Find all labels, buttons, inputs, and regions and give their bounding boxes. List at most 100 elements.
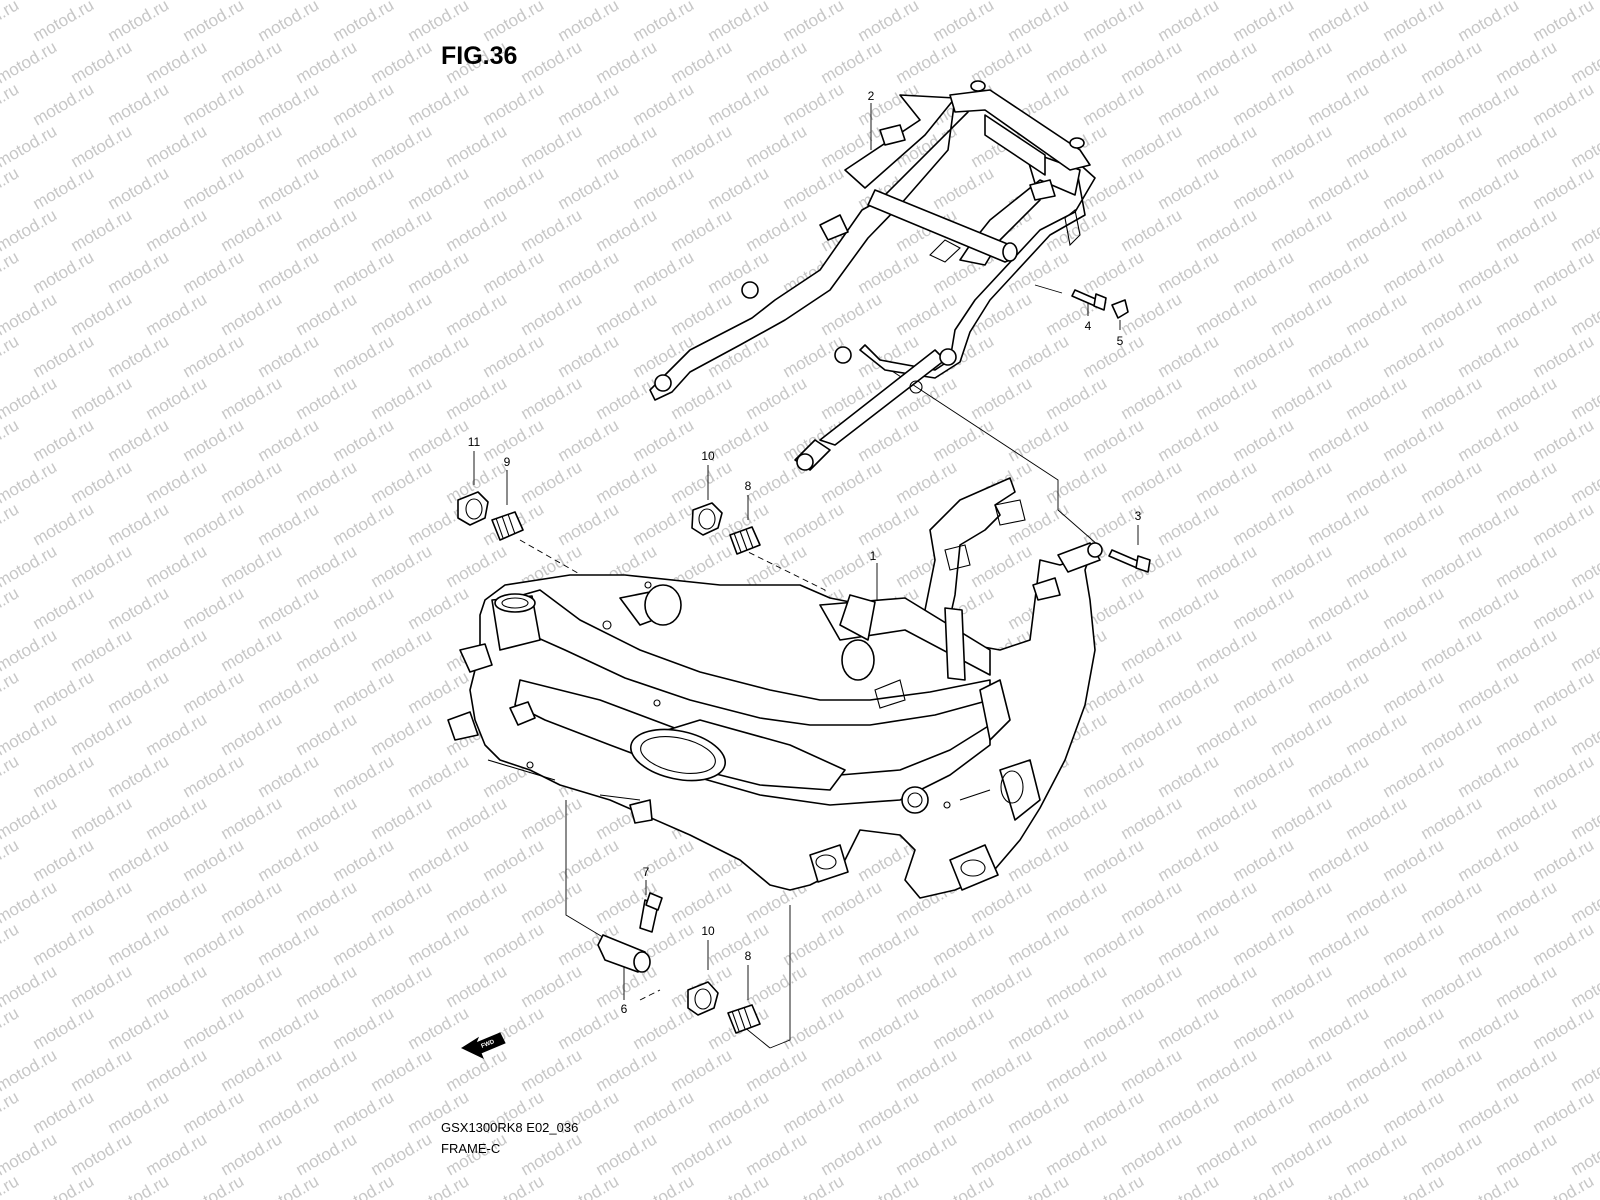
watermark-text: motod.ru (255, 79, 323, 129)
watermark-text: motod.ru (293, 541, 361, 591)
watermark-text: motod.ru (1268, 961, 1336, 1011)
watermark-text: motod.ru (1005, 1171, 1073, 1200)
watermark-text: motod.ru (1305, 919, 1373, 969)
watermark-text: motod.ru (293, 373, 361, 423)
watermark-text: motod.ru (705, 1171, 773, 1200)
watermark-text: motod.ru (668, 1129, 736, 1179)
watermark-text: motod.ru (30, 667, 98, 717)
watermark-text: motod.ru (1380, 583, 1448, 633)
watermark-text: motod.ru (1230, 583, 1298, 633)
watermark-text: motod.ru (1343, 373, 1411, 423)
watermark-text: motod.ru (1455, 751, 1523, 801)
watermark-text: motod.ru (0, 1129, 60, 1179)
watermark-text: motod.ru (1230, 667, 1298, 717)
callout-5: 5 (1117, 334, 1124, 348)
watermark-text: motod.ru (1268, 121, 1336, 171)
watermark-text: motod.ru (1343, 709, 1411, 759)
watermark-text: motod.ru (1193, 1045, 1261, 1095)
watermark-text: motod.ru (1268, 457, 1336, 507)
watermark-text: motod.ru (1155, 1003, 1223, 1053)
watermark-text: motod.ru (218, 37, 286, 87)
watermark-text: motod.ru (780, 163, 848, 213)
watermark-text: motod.ru (893, 37, 961, 87)
watermark-text: motod.ru (1155, 1171, 1223, 1200)
watermark-text: motod.ru (0, 205, 60, 255)
watermark-text: motod.ru (555, 835, 623, 885)
callout-8-lower: 8 (745, 949, 752, 963)
watermark-text: motod.ru (480, 415, 548, 465)
watermark-text: motod.ru (68, 121, 136, 171)
watermark-text: motod.ru (1268, 1045, 1336, 1095)
watermark-text: motod.ru (293, 1045, 361, 1095)
watermark-text: motod.ru (293, 37, 361, 87)
watermark-text: motod.ru (255, 499, 323, 549)
watermark-text: motod.ru (143, 793, 211, 843)
watermark-text: motod.ru (368, 961, 436, 1011)
watermark-text: motod.ru (893, 961, 961, 1011)
watermark-text: motod.ru (593, 373, 661, 423)
watermark-text: motod.ru (518, 457, 586, 507)
watermark-text: motod.ru (218, 121, 286, 171)
watermark-text: motod.ru (1455, 835, 1523, 885)
watermark-text: motod.ru (1568, 373, 1600, 423)
watermark-text: motod.ru (68, 205, 136, 255)
watermark-text: motod.ru (1530, 163, 1598, 213)
watermark-text: motod.ru (1343, 289, 1411, 339)
watermark-text: motod.ru (180, 835, 248, 885)
watermark-text: motod.ru (30, 247, 98, 297)
watermark-text: motod.ru (1380, 835, 1448, 885)
watermark-text: motod.ru (1118, 877, 1186, 927)
watermark-text: motod.ru (630, 1087, 698, 1137)
watermark-text: motod.ru (1193, 961, 1261, 1011)
watermark-text: motod.ru (1455, 499, 1523, 549)
watermark-text: motod.ru (1380, 163, 1448, 213)
watermark-text: motod.ru (68, 373, 136, 423)
model-code: GSX1300RK8 E02_036 (441, 1120, 579, 1135)
watermark-text: motod.ru (0, 289, 60, 339)
watermark-text: motod.ru (518, 37, 586, 87)
watermark-text: motod.ru (1455, 1003, 1523, 1053)
watermark-text: motod.ru (0, 0, 22, 45)
section-name: FRAME-C (441, 1141, 501, 1156)
watermark-text: motod.ru (668, 877, 736, 927)
watermark-text: motod.ru (1043, 373, 1111, 423)
watermark-text: motod.ru (1155, 499, 1223, 549)
watermark-text: motod.ru (1080, 415, 1148, 465)
watermark-text: motod.ru (293, 709, 361, 759)
watermark-text: motod.ru (1155, 79, 1223, 129)
watermark-text: motod.ru (330, 667, 398, 717)
watermark-text: motod.ru (405, 583, 473, 633)
watermark-text: motod.ru (1155, 0, 1223, 45)
watermark-text: motod.ru (1530, 835, 1598, 885)
watermark-text: motod.ru (1230, 835, 1298, 885)
watermark-text: motod.ru (855, 0, 923, 45)
watermark-text: motod.ru (143, 877, 211, 927)
watermark-text: motod.ru (1118, 625, 1186, 675)
watermark-text: motod.ru (105, 751, 173, 801)
watermark-text: motod.ru (143, 961, 211, 1011)
watermark-text: motod.ru (255, 667, 323, 717)
watermark-text: motod.ru (1343, 625, 1411, 675)
watermark-text: motod.ru (1343, 1045, 1411, 1095)
watermark-text: motod.ru (405, 835, 473, 885)
watermark-text: motod.ru (1305, 1003, 1373, 1053)
watermark-text: motod.ru (1230, 1087, 1298, 1137)
watermark-text: motod.ru (330, 583, 398, 633)
watermark-text: motod.ru (780, 0, 848, 45)
watermark-text: motod.ru (1305, 667, 1373, 717)
watermark-text: motod.ru (68, 961, 136, 1011)
watermark-text: motod.ru (1418, 625, 1486, 675)
watermark-text: motod.ru (368, 793, 436, 843)
watermark-text: motod.ru (0, 751, 22, 801)
watermark-text: motod.ru (1268, 877, 1336, 927)
watermark-text: motod.ru (180, 499, 248, 549)
watermark-text: motod.ru (143, 37, 211, 87)
watermark-text: motod.ru (480, 163, 548, 213)
watermark-text: motod.ru (1493, 541, 1561, 591)
watermark-text: motod.ru (255, 415, 323, 465)
watermark-text: motod.ru (1568, 793, 1600, 843)
watermark-text: motod.ru (330, 331, 398, 381)
watermark-text: motod.ru (1118, 121, 1186, 171)
watermark-text: motod.ru (818, 457, 886, 507)
watermark-text: motod.ru (555, 163, 623, 213)
